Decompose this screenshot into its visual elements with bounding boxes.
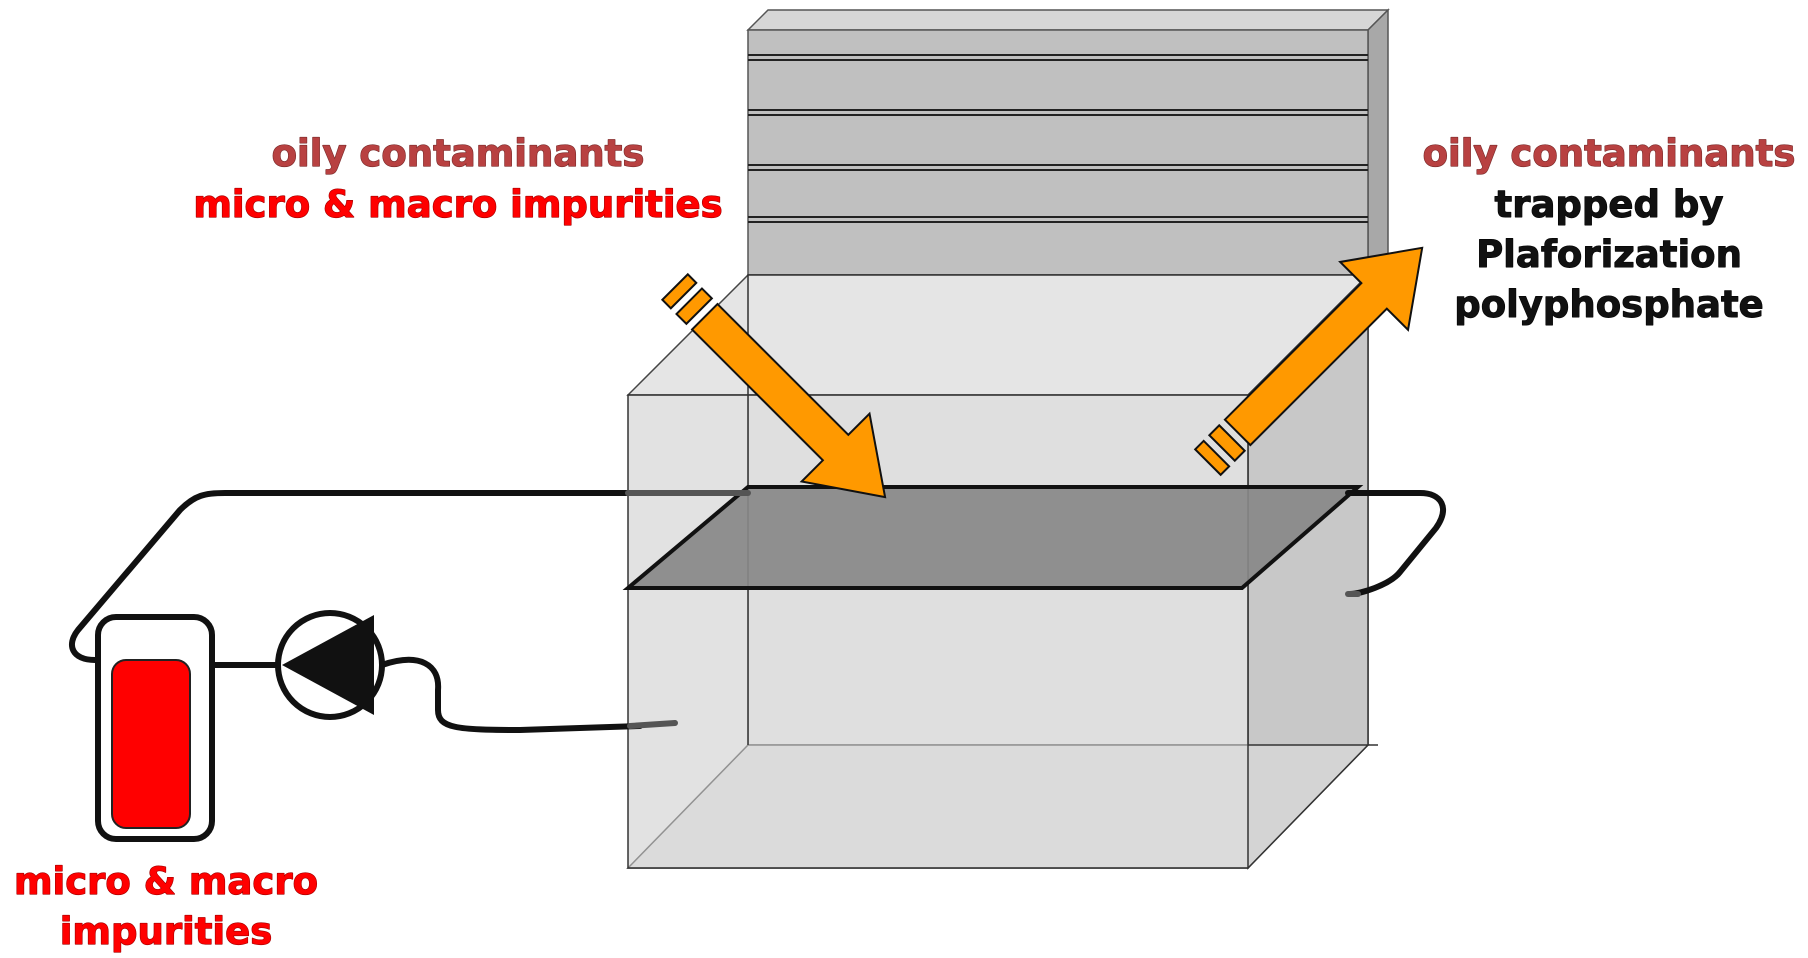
louver-panel — [746, 8, 1390, 277]
incoming-impurities-label: micro & macro impurities — [193, 183, 722, 226]
filter-impurities-line2: impurities — [60, 910, 272, 953]
outgoing-plaforization-label: Plaforization — [1476, 233, 1742, 276]
pump-icon — [275, 610, 385, 720]
piping — [69, 490, 1446, 733]
outgoing-oily-label: oily contaminants — [1423, 132, 1796, 175]
filter-cartridge — [111, 659, 191, 829]
outgoing-trapped-label: trapped by — [1495, 183, 1724, 226]
oil-layer — [622, 485, 1364, 590]
filter-housing — [95, 614, 215, 842]
incoming-arrow — [660, 272, 887, 499]
outgoing-arrow — [1193, 246, 1424, 477]
outgoing-polyphosphate-label: polyphosphate — [1454, 283, 1764, 326]
incoming-oily-label: oily contaminants — [272, 132, 645, 175]
filter-impurities-line1: micro & macro — [14, 860, 318, 903]
